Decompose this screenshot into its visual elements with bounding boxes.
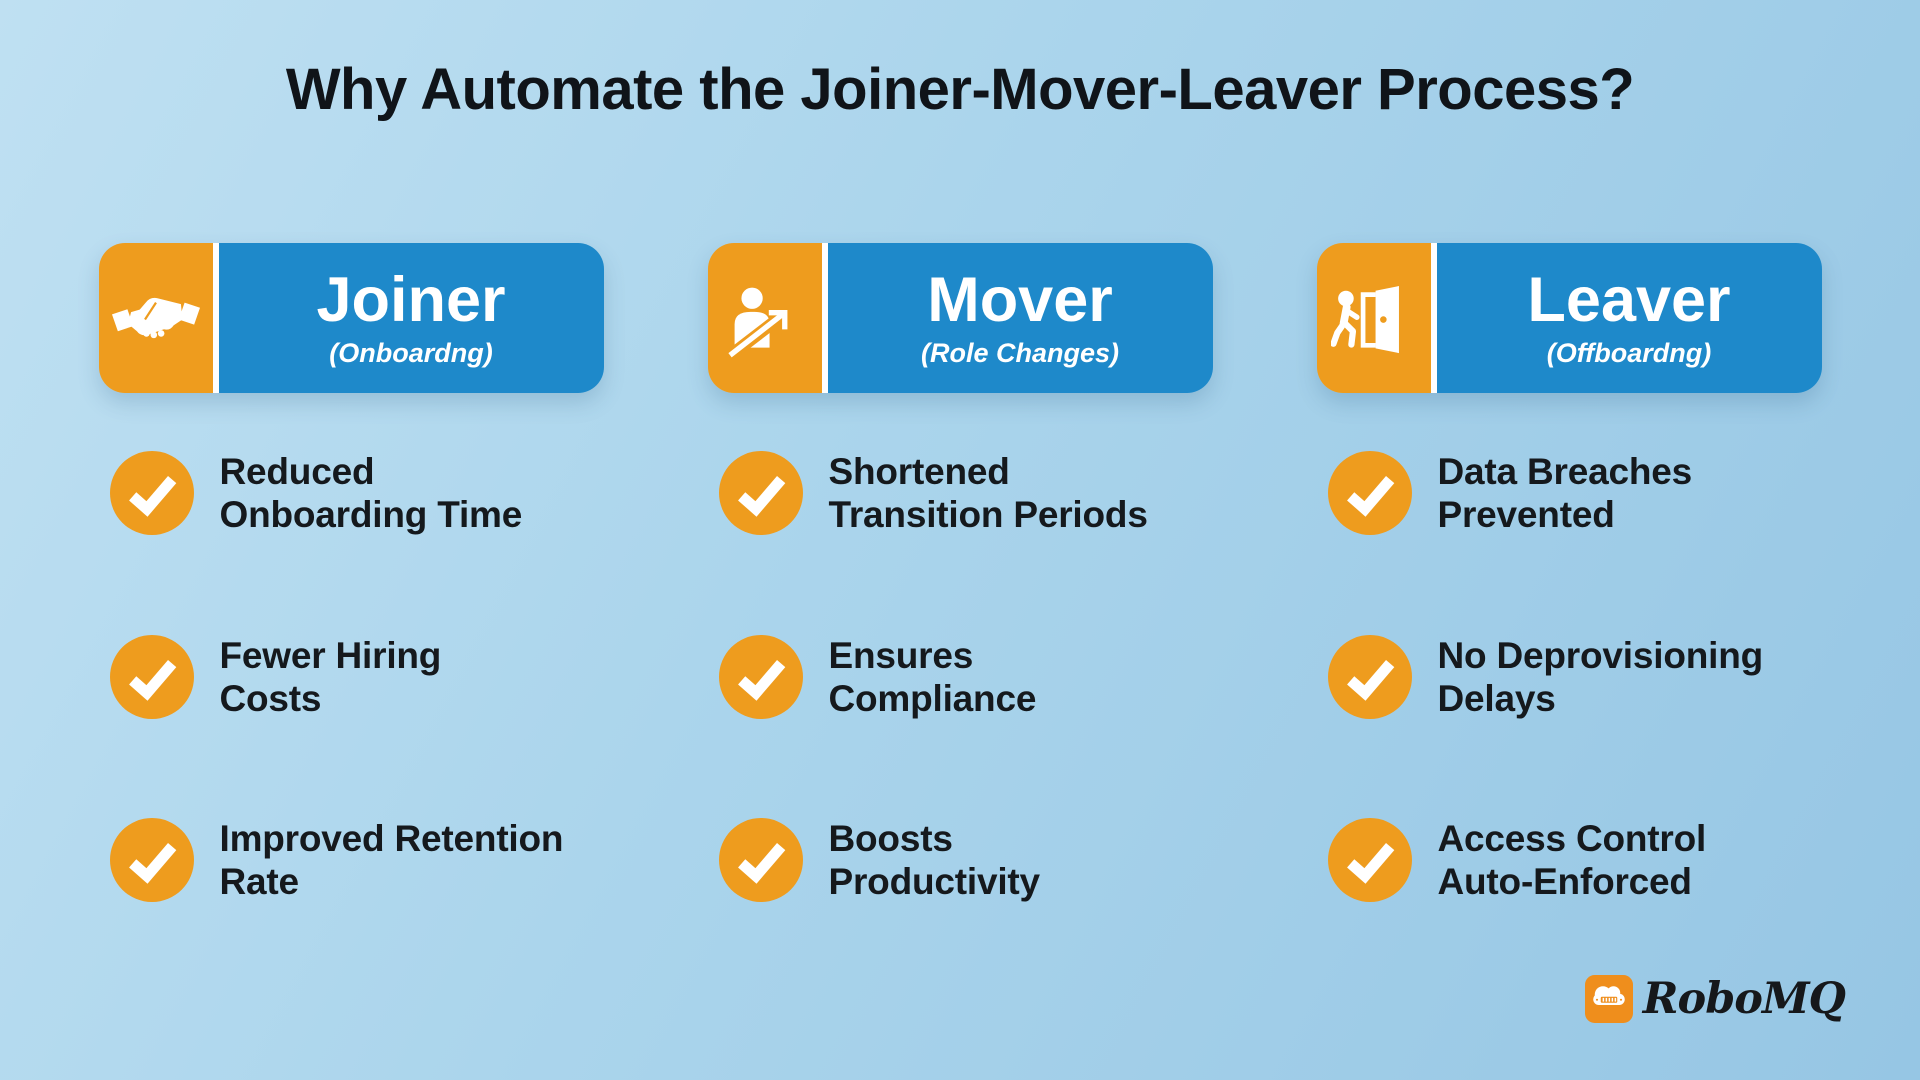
joiner-benefit-list: Reduced Onboarding Time Fewer Hiring Cos… xyxy=(99,450,604,904)
check-icon xyxy=(718,634,803,719)
check-icon xyxy=(718,818,803,903)
benefit-text: Shortened Transition Periods xyxy=(828,451,1148,536)
column-joiner: Joiner (Onboardng) Reduced Onboarding Ti… xyxy=(98,243,604,904)
person-growth-arrow-icon xyxy=(707,243,822,393)
benefit-item: Boosts Productivity xyxy=(708,817,1213,904)
card-subtitle: (Role Changes) xyxy=(920,338,1120,368)
handshake-icon xyxy=(98,243,213,393)
leaver-header-card: Leaver (Offboardng) xyxy=(1316,243,1822,393)
benefit-text: Data Breaches Prevented xyxy=(1437,451,1693,536)
check-icon xyxy=(718,451,803,536)
benefit-text: Boosts Productivity xyxy=(828,818,1041,903)
joiner-card-label: Joiner (Onboardng) xyxy=(218,243,604,393)
benefit-item: Reduced Onboarding Time xyxy=(99,450,604,537)
benefit-text: Fewer Hiring Costs xyxy=(219,634,442,719)
columns-container: Joiner (Onboardng) Reduced Onboarding Ti… xyxy=(0,243,1920,904)
card-divider xyxy=(821,243,828,393)
mover-header-card: Mover (Role Changes) xyxy=(707,243,1213,393)
column-leaver: Leaver (Offboardng) Data Breaches Preven… xyxy=(1316,243,1822,904)
card-title: Joiner xyxy=(316,265,506,335)
check-icon xyxy=(1327,451,1412,536)
card-divider xyxy=(1430,243,1437,393)
benefit-item: Ensures Compliance xyxy=(708,634,1213,721)
card-title: Leaver xyxy=(1527,265,1731,335)
benefit-text: No Deprovisioning Delays xyxy=(1437,634,1764,719)
check-icon xyxy=(109,634,194,719)
leaver-card-label: Leaver (Offboardng) xyxy=(1436,243,1822,393)
benefit-text: Access Control Auto-Enforced xyxy=(1437,818,1707,903)
check-icon xyxy=(109,451,194,536)
mover-benefit-list: Shortened Transition Periods Ensures Com… xyxy=(708,450,1213,904)
benefit-item: Improved Retention Rate xyxy=(99,817,604,904)
check-icon xyxy=(1327,634,1412,719)
card-subtitle: (Onboardng) xyxy=(329,338,493,368)
benefit-text: Ensures Compliance xyxy=(828,634,1037,719)
robomq-logo: RoboMQ xyxy=(1584,974,1846,1024)
exit-door-icon xyxy=(1316,243,1431,393)
person-growth-arrow-icon-svg xyxy=(726,287,787,360)
handshake-icon-svg xyxy=(111,297,200,339)
exit-door-icon-svg xyxy=(1330,286,1399,354)
brand-name: RoboMQ xyxy=(1642,974,1846,1024)
benefit-item: Data Breaches Prevented xyxy=(1317,450,1822,537)
page-title: Why Automate the Joiner-Mover-Leaver Pro… xyxy=(285,57,1635,122)
robomq-cloud-icon xyxy=(1584,975,1633,1023)
leaver-benefit-list: Data Breaches Prevented No Deprovisionin… xyxy=(1317,450,1822,904)
joiner-header-card: Joiner (Onboardng) xyxy=(98,243,604,393)
benefit-item: Shortened Transition Periods xyxy=(708,450,1213,537)
card-subtitle: (Offboardng) xyxy=(1546,338,1712,368)
check-icon xyxy=(1327,818,1412,903)
mover-card-label: Mover (Role Changes) xyxy=(827,243,1213,393)
benefit-text: Improved Retention Rate xyxy=(219,818,564,903)
benefit-item: No Deprovisioning Delays xyxy=(1317,634,1822,721)
column-mover: Mover (Role Changes) Shortened Transitio… xyxy=(707,243,1213,904)
benefit-text: Reduced Onboarding Time xyxy=(219,451,523,536)
card-divider xyxy=(212,243,219,393)
check-icon xyxy=(109,818,194,903)
benefit-item: Access Control Auto-Enforced xyxy=(1317,817,1822,904)
benefit-item: Fewer Hiring Costs xyxy=(99,634,604,721)
card-title: Mover xyxy=(927,265,1113,335)
